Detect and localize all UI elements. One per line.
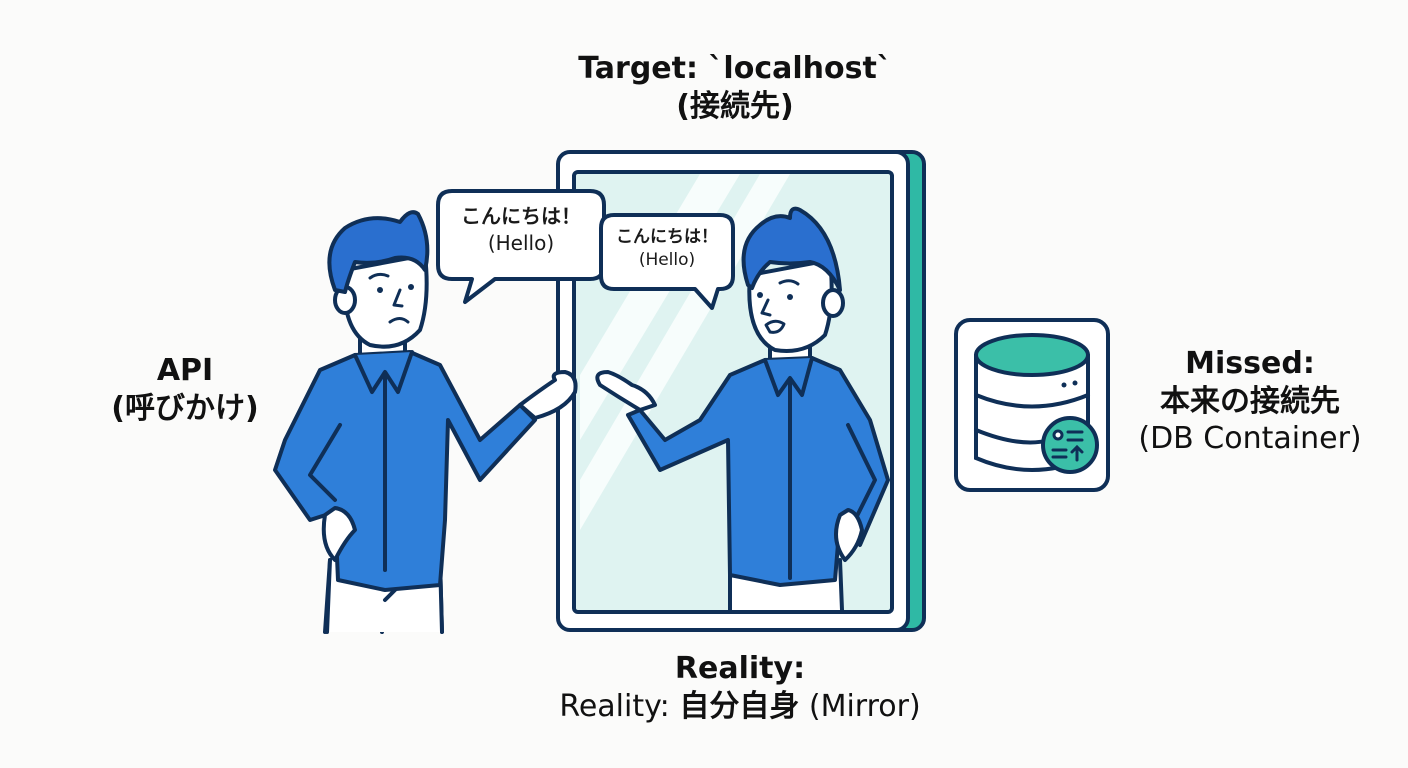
bubble-right-jp: こんにちは！	[616, 227, 718, 247]
bubble-left-en: (Hello)	[487, 231, 555, 255]
speech-bubble-left: こんにちは！ (Hello)	[440, 203, 602, 257]
api-label: API (呼びかけ)	[90, 352, 280, 427]
reality-line2-prefix: Reality:	[559, 688, 680, 724]
reality-line2-bold: 自分自身	[679, 688, 800, 724]
missed-line3: (DB Container)	[1138, 421, 1362, 456]
api-line1: API	[156, 353, 214, 388]
reality-line2: Reality: 自分自身 (Mirror)	[500, 688, 980, 726]
reality-label: Reality: Reality: 自分自身 (Mirror)	[500, 650, 980, 725]
person-reflection-icon	[595, 206, 890, 612]
speech-bubble-right-icon	[599, 213, 735, 310]
target-line2: (接続先)	[676, 88, 794, 124]
target-label: Target: `localhost` (接続先)	[560, 50, 910, 125]
api-line2: (呼びかけ)	[111, 390, 259, 426]
missed-line2: 本来の接続先	[1160, 383, 1340, 419]
reality-line1: Reality:	[674, 651, 806, 686]
database-icon	[954, 318, 1110, 492]
missed-label: Missed: 本来の接続先 (DB Container)	[1120, 345, 1380, 458]
speech-bubble-right: こんにちは！ (Hello)	[602, 226, 732, 272]
missed-line1: Missed:	[1185, 346, 1315, 381]
person-left-icon	[273, 210, 578, 634]
reality-line2-suffix: (Mirror)	[799, 688, 921, 724]
bubble-left-jp: こんにちは！	[461, 204, 581, 228]
speech-bubble-left-icon	[436, 189, 606, 304]
bubble-right-en: (Hello)	[638, 249, 696, 270]
target-line1: Target: `localhost`	[578, 51, 892, 86]
